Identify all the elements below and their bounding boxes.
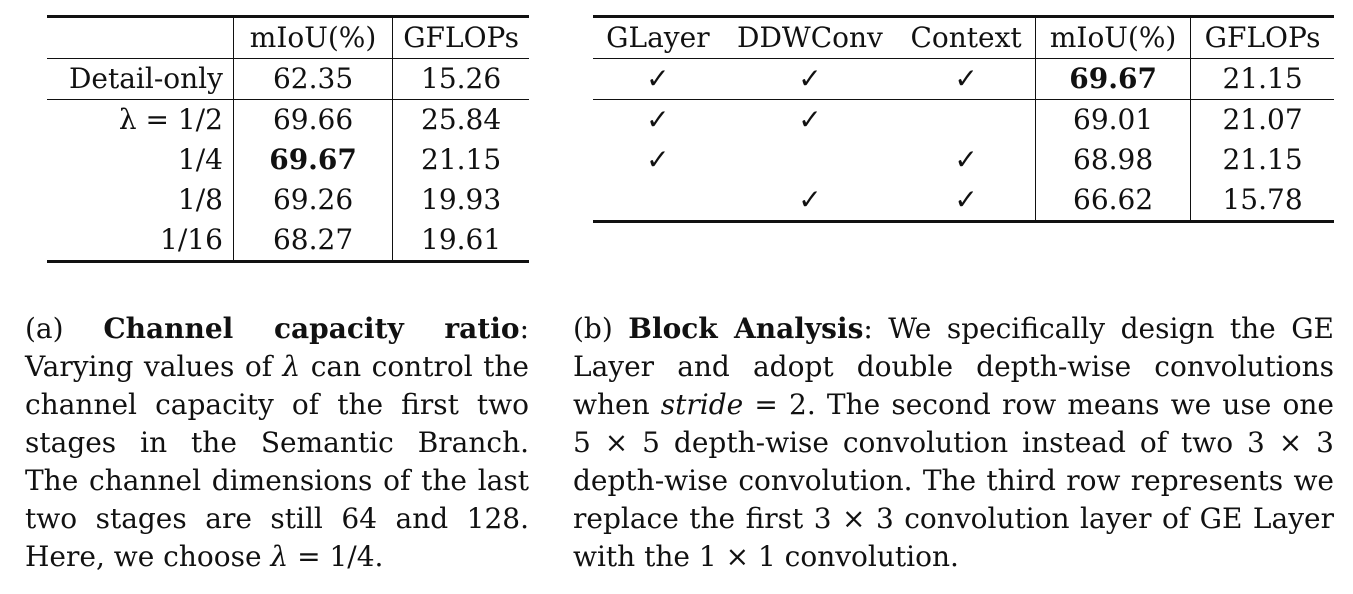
caption-text: can control the channel capacity of the …: [25, 350, 529, 573]
table-row: Detail-only 62.35 15.26: [47, 58, 529, 100]
gflops-cell: 21.15: [1222, 143, 1303, 176]
glayer-check: ✓: [646, 143, 670, 176]
header-cell: GFLOPs: [392, 16, 529, 59]
miou-cell: 68.27: [233, 220, 394, 262]
table-row: ✓ ✓ 69.01 21.07: [593, 99, 1334, 140]
table-row: ✓ ✓ 66.62 15.78: [593, 180, 1334, 222]
miou-cell: 69.66: [233, 99, 394, 140]
gflops-cell: 21.15: [1190, 58, 1334, 100]
header-cell: GFLOPs: [1190, 16, 1334, 59]
glayer-check: [593, 180, 723, 222]
gflops-cell: 15.78: [1222, 183, 1303, 216]
table-row: ✓ ✓ 68.98 21.15: [593, 140, 1334, 180]
ddwconv-check: [723, 140, 897, 180]
header-cell: mIoU(%): [233, 16, 394, 59]
row-label: Detail-only: [47, 58, 234, 100]
miou-cell: 69.67: [233, 140, 394, 180]
lambda-symbol: λ: [282, 350, 301, 383]
block-analysis-table: GLayer DDWConv Context mIoU(%) GFLOPs ✓ …: [593, 15, 1334, 223]
caption-b: (b) Block Analysis: We specifically desi…: [573, 310, 1334, 576]
context-check: ✓: [897, 180, 1037, 222]
miou-cell: 66.62: [1035, 180, 1192, 222]
glayer-check: ✓: [646, 103, 670, 136]
table-row: 1/8 69.26 19.93: [47, 180, 529, 220]
table-row: ✓ ✓ ✓ 69.67 21.15: [593, 58, 1334, 100]
lambda-symbol: λ: [270, 540, 289, 573]
gflops-cell: 25.84: [421, 103, 502, 136]
gflops-cell: 19.61: [421, 223, 502, 256]
table-row: 1/4 69.67 21.15: [47, 140, 529, 180]
gflops-cell: 21.15: [421, 143, 502, 176]
context-check: ✓: [897, 140, 1037, 180]
caption-title: Block Analysis: [628, 312, 864, 345]
gflops-cell: 15.26: [392, 58, 529, 100]
caption-a: (a) Channel capacity ratio: Varying valu…: [25, 310, 529, 576]
caption-prefix: (a): [25, 312, 64, 345]
miou-cell: 62.35: [233, 58, 394, 100]
header-cell: DDWConv: [722, 16, 898, 59]
miou-cell: 68.98: [1035, 140, 1192, 180]
row-label: 1/8: [47, 180, 234, 220]
header-cell: [47, 16, 234, 59]
stride-term: stride: [660, 388, 744, 421]
context-check: [897, 99, 1037, 140]
row-label: 1/4: [47, 140, 234, 180]
caption-text: = 2. The second row means we use one 5 ×…: [573, 388, 1335, 573]
header-cell: mIoU(%): [1035, 16, 1192, 59]
header-cell: Context: [897, 16, 1037, 59]
ddwconv-check: ✓: [722, 58, 898, 100]
miou-cell: 69.01: [1035, 99, 1192, 140]
gflops-cell: 19.93: [421, 183, 502, 216]
ddwconv-check: ✓: [798, 103, 822, 136]
table-row: λ = 1/2 69.66 25.84: [47, 99, 529, 140]
miou-cell: 69.67: [1035, 58, 1192, 100]
table-row: 1/16 68.27 19.61: [47, 220, 529, 262]
caption-title: Channel capacity ratio: [103, 312, 520, 345]
ddwconv-check: ✓: [798, 183, 822, 216]
table-header-row: mIoU(%) GFLOPs: [47, 16, 529, 59]
caption-text: : Varying values of: [25, 312, 529, 383]
channel-capacity-table: mIoU(%) GFLOPs Detail-only 62.35 15.26 λ…: [47, 15, 529, 263]
caption-text: = 1/4.: [288, 540, 384, 573]
glayer-check: ✓: [593, 58, 723, 100]
context-check: ✓: [897, 58, 1037, 100]
caption-prefix: (b): [573, 312, 613, 345]
header-cell: GLayer: [593, 16, 723, 59]
gflops-cell: 21.07: [1222, 103, 1303, 136]
caption-text: : We specifically design the GE Layer an…: [573, 312, 1334, 421]
row-label: λ = 1/2: [47, 99, 234, 140]
miou-cell: 69.26: [233, 180, 394, 220]
table-header-row: GLayer DDWConv Context mIoU(%) GFLOPs: [593, 16, 1334, 59]
row-label: 1/16: [47, 220, 234, 262]
